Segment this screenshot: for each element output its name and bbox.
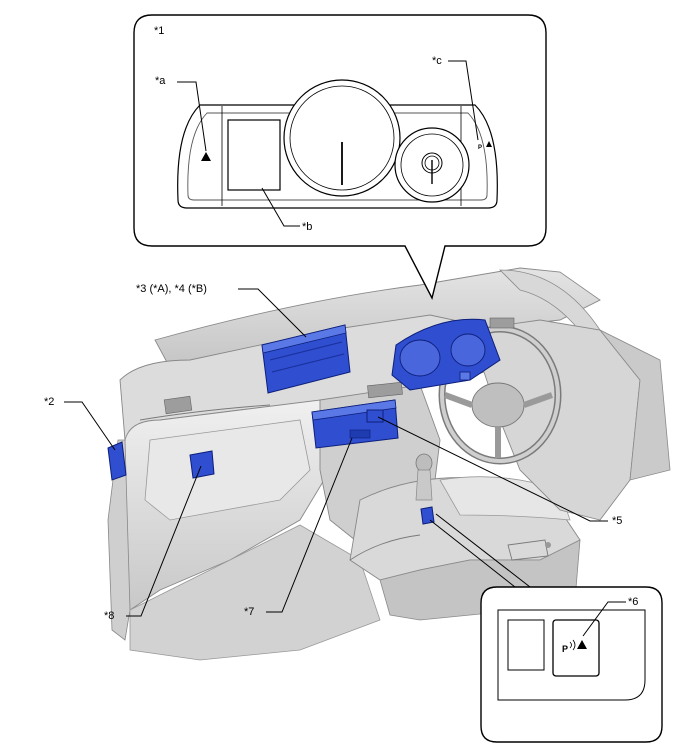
main-callout-labels: *3 (*A), *4 (*B) *2 *5 *7 *8: [44, 283, 622, 622]
multi-information-display: [227, 119, 281, 191]
side-module-2: [107, 441, 127, 481]
multi-display-unit: [261, 324, 351, 394]
speedometer-gauge: [283, 79, 401, 197]
parking-sensor-switch-icon: [577, 640, 587, 649]
console-switch-callout: P *6: [480, 586, 663, 743]
callout-label-3-4: *3 (*A), *4 (*B): [136, 283, 207, 295]
callout-label-2: *2: [44, 396, 54, 408]
parking-sensor-icon: [486, 141, 492, 147]
console-switch-6: [420, 506, 435, 525]
glovebox-module-8: [189, 450, 215, 479]
cluster-detail-callout: P *1 *a *b *c: [133, 14, 547, 300]
blank-switch: [507, 619, 545, 671]
callout-label-a: *a: [155, 75, 166, 87]
cluster-parking-indicator: P: [478, 145, 482, 151]
callout-label-1: *1: [154, 25, 164, 37]
parking-switch-label: P: [562, 644, 568, 654]
combination-meter: [391, 318, 501, 391]
callout-label-6: *6: [628, 596, 638, 608]
callout-label-b: *b: [302, 221, 312, 233]
vehicle-dashboard-illustration: [107, 267, 671, 661]
callout-label-8: *8: [104, 610, 114, 622]
callout-label-c: *c: [432, 55, 442, 67]
power-icon: [421, 152, 443, 184]
warning-triangle-icon: [201, 152, 211, 161]
callout-label-7: *7: [244, 606, 254, 618]
switch-module-5: [366, 409, 384, 423]
callout-label-5: *5: [612, 515, 622, 527]
parking-sensor-switch: [552, 619, 600, 677]
